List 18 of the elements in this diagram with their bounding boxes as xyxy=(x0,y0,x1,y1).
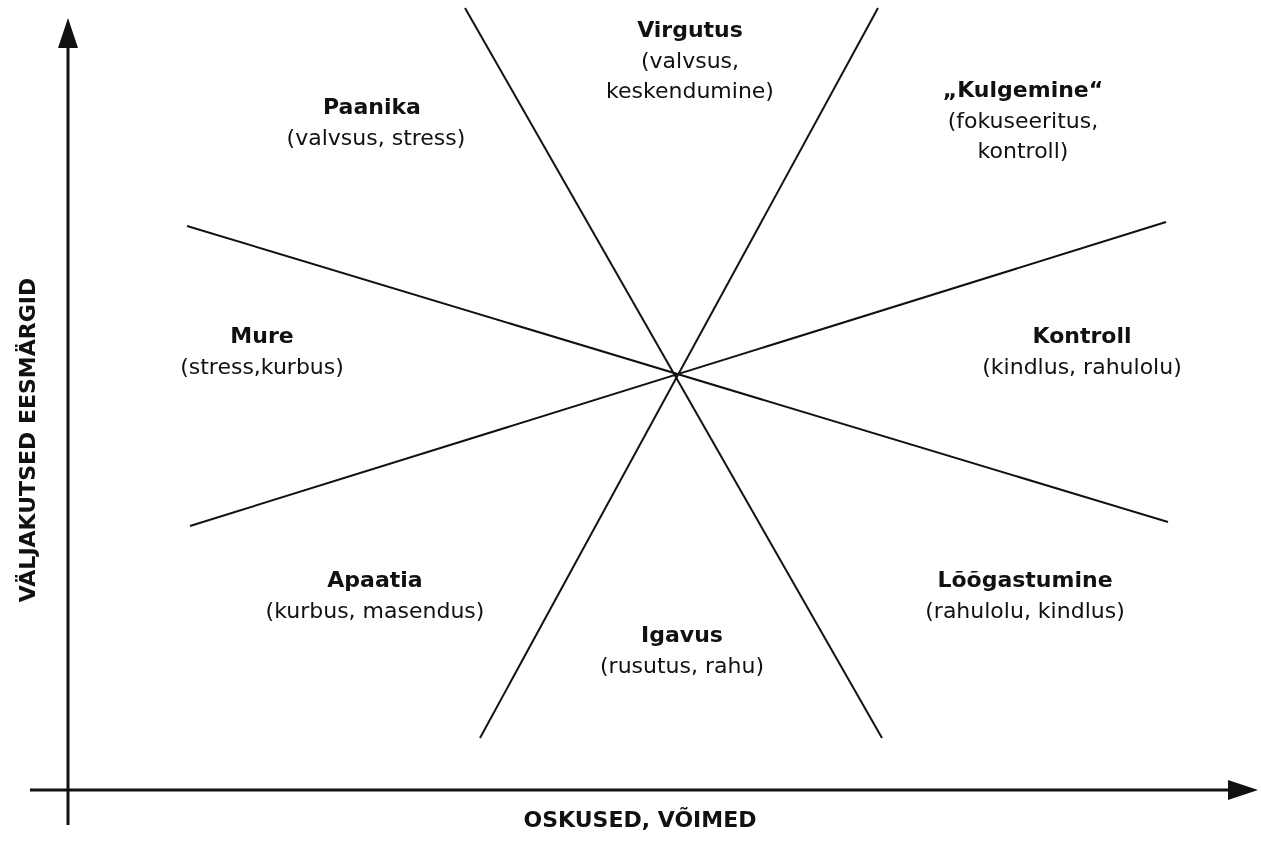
emotion-list: (valvsus, keskendumine) xyxy=(590,46,790,106)
region-title: Apaatia xyxy=(327,566,423,594)
axis-label: VÄLJAKUTSED EESMÄRGID xyxy=(14,277,41,603)
region-title: Paanika xyxy=(323,93,421,121)
emotion-list: (stress,kurbus) xyxy=(180,352,344,382)
emotion-list: (rusutus, rahu) xyxy=(600,651,764,681)
region-title: „Kulgemine“ xyxy=(942,76,1104,104)
axis-label: OSKUSED, VÕIMED xyxy=(523,806,757,834)
emotion-list: (kindlus, rahulolu) xyxy=(982,352,1182,382)
emotion-list: (fokuseeritus, kontroll) xyxy=(933,106,1113,166)
emotion-list: (rahulolu, kindlus) xyxy=(925,596,1125,626)
emotion-list: (valvsus, stress) xyxy=(286,123,466,153)
emotion-list: (kurbus, masendus) xyxy=(265,596,485,626)
region-title: Kontroll xyxy=(1032,322,1132,350)
region-title: Lõõgastumine xyxy=(937,566,1113,594)
region-title: Igavus xyxy=(641,621,723,649)
region-title: Virgutus xyxy=(637,16,743,44)
region-title: Mure xyxy=(230,322,294,350)
